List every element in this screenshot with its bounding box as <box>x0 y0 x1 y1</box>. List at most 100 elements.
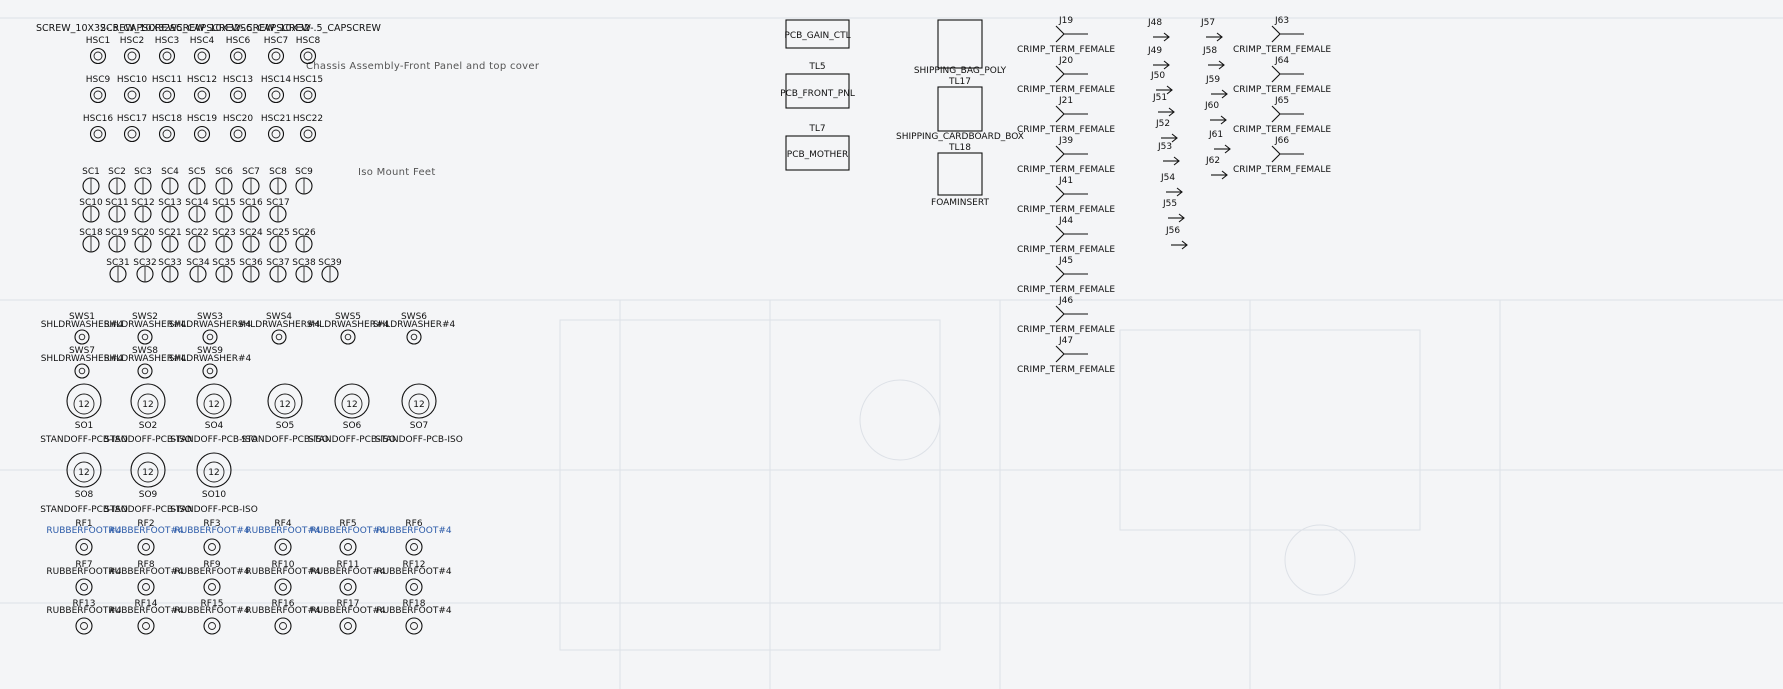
bg-frame <box>559 319 941 651</box>
washer-outer-circle <box>74 363 90 379</box>
standoff-ref-label: SO9 <box>139 490 158 500</box>
rubberfoot-part-label: RUBBERFOOT#4 <box>174 606 250 616</box>
rubberfoot-ref-label: RF13 <box>73 599 96 609</box>
pin-arrow-head <box>1221 170 1228 180</box>
note-chassis-assembly: Chassis Assembly-Front Panel and top cov… <box>306 61 540 72</box>
rubberfoot-outer-circle <box>405 538 423 556</box>
hsc-ref-label: HSC21 <box>261 114 291 124</box>
pin-ref-label: J52 <box>1155 119 1170 129</box>
standoff-part-label: STANDOFF-PCB-ISO <box>308 435 396 445</box>
pin-arrow-head <box>1181 240 1188 250</box>
hsc-outer-circle <box>267 86 285 104</box>
washer-outer-circle <box>202 363 218 379</box>
rubberfoot-inner-circle <box>208 543 216 551</box>
hsc-outer-circle <box>158 125 176 143</box>
rubberfoot-part-label: RUBBERFOOT#4 <box>174 567 250 577</box>
pin-arrow-head <box>1168 107 1175 117</box>
rubberfoot-part-label: RUBBERFOOT#4 <box>310 567 386 577</box>
rubberfoot-part-label: RUBBERFOOT#4 <box>46 567 122 577</box>
sc-ref-label: SC20 <box>131 228 155 238</box>
hsc-ref-label: HSC22 <box>293 114 323 124</box>
sc-ref-label: SC38 <box>292 258 316 268</box>
pin-ref-label: J60 <box>1204 101 1219 111</box>
hsc-inner-circle <box>162 90 172 100</box>
rubberfoot-ref-label: RF11 <box>337 560 360 570</box>
standoff-ref-label: SO1 <box>75 421 94 431</box>
standoff-inner-circle <box>408 393 430 415</box>
washer-ref-label: SWS4 <box>266 312 292 322</box>
washer-outer-circle <box>271 329 287 345</box>
hsc-ref-label: HSC18 <box>152 114 182 124</box>
sc-ref-label: SC16 <box>239 198 263 208</box>
washer-inner-circle <box>141 333 149 341</box>
standoff-inner-label: 12 <box>279 400 290 410</box>
hsc-outer-circle <box>123 86 141 104</box>
crimp-col1-part: CRIMP_TERM_FEMALE <box>1017 205 1115 215</box>
washer-part-label: SHLDRWASHER#4 <box>169 320 252 330</box>
washer-part-label: SHLDRWASHER#4 <box>373 320 456 330</box>
hsc-inner-circle <box>303 129 313 139</box>
pin-ref-label: J49 <box>1147 46 1162 56</box>
washer-ref-label: SWS1 <box>69 312 95 322</box>
standoff-ref-label: SO7 <box>410 421 429 431</box>
rubberfoot-inner-circle <box>208 583 216 591</box>
hsc-outer-circle <box>229 47 247 65</box>
pin-arrow-head <box>1163 60 1170 70</box>
hsc-inner-circle <box>197 90 207 100</box>
washer-part-label: SHLDRWASHER#4 <box>41 320 124 330</box>
washer-ref-label: SWS8 <box>132 346 158 356</box>
hsc-outer-circle <box>267 47 285 65</box>
washer-ref-label: SWS6 <box>401 312 427 322</box>
washer-outer-circle <box>74 329 90 345</box>
pin-arrow-head <box>1224 144 1231 154</box>
rubberfoot-ref-label: RF9 <box>203 560 220 570</box>
background-grid <box>0 17 1783 689</box>
sc-ref-label: SC34 <box>186 258 210 268</box>
hsc-inner-circle <box>233 129 243 139</box>
sc-ref-label: SC17 <box>266 198 289 208</box>
rubberfoot-inner-circle <box>80 583 88 591</box>
washer-inner-circle <box>410 333 418 341</box>
hsc-ref-label: HSC4 <box>190 36 215 46</box>
pin-arrow-head <box>1178 213 1185 223</box>
rubberfoot-inner-circle <box>344 543 352 551</box>
crimp-symbol <box>1055 145 1065 163</box>
rubberfoot-ref-label: RF6 <box>405 519 422 529</box>
washer-ref-label: SWS2 <box>132 312 158 322</box>
hsc-ref-label: HSC16 <box>83 114 113 124</box>
sc-ref-label: SC24 <box>239 228 263 238</box>
hsc-ref-label: HSC2 <box>120 36 145 46</box>
washer-inner-circle <box>206 333 214 341</box>
sc-ref-label: SC5 <box>188 167 206 177</box>
rubberfoot-ref-label: RF1 <box>75 519 92 529</box>
box-name-label: PCB_GAIN_CTL <box>784 31 850 41</box>
standoff-outer-circle <box>130 383 166 419</box>
washer-ref-label: SWS9 <box>197 346 223 356</box>
standoff-ref-label: SO8 <box>75 490 94 500</box>
standoff-ref-label: SO5 <box>276 421 295 431</box>
pin-arrow-head <box>1218 60 1225 70</box>
hsc-inner-circle <box>303 90 313 100</box>
capscrew-row-label-overlap-3: SCREW_10X32-.5_CAPSCREW <box>240 23 381 34</box>
rubberfoot-part-label: RUBBERFOOT#4 <box>174 526 250 536</box>
rubberfoot-inner-circle <box>80 543 88 551</box>
crimp-symbol <box>1055 105 1065 123</box>
hsc-inner-circle <box>127 90 137 100</box>
washer-outer-circle <box>202 329 218 345</box>
rubberfoot-ref-label: RF15 <box>201 599 224 609</box>
box-name-label: PCB_FRONT_PNL <box>780 89 855 99</box>
washer-part-label: SHLDRWASHER#4 <box>104 354 187 364</box>
capscrew-row-label: SCREW_10X32-.5_CAPSCREW <box>36 23 177 34</box>
standoff-ref-label: SO4 <box>205 421 224 431</box>
rubberfoot-outer-circle <box>203 578 221 596</box>
pcb-box <box>785 73 850 109</box>
sc-ref-label: SC14 <box>185 198 209 208</box>
rubberfoot-outer-circle <box>405 578 423 596</box>
standoff-ref-label: SO6 <box>343 421 362 431</box>
standoff-inner-label: 12 <box>142 400 153 410</box>
sc-ref-label: SC2 <box>108 167 126 177</box>
sc-ref-label: SC21 <box>158 228 181 238</box>
rubberfoot-ref-label: RF17 <box>337 599 360 609</box>
hsc-outer-circle <box>89 86 107 104</box>
box-ref-label: TL18 <box>948 143 971 153</box>
